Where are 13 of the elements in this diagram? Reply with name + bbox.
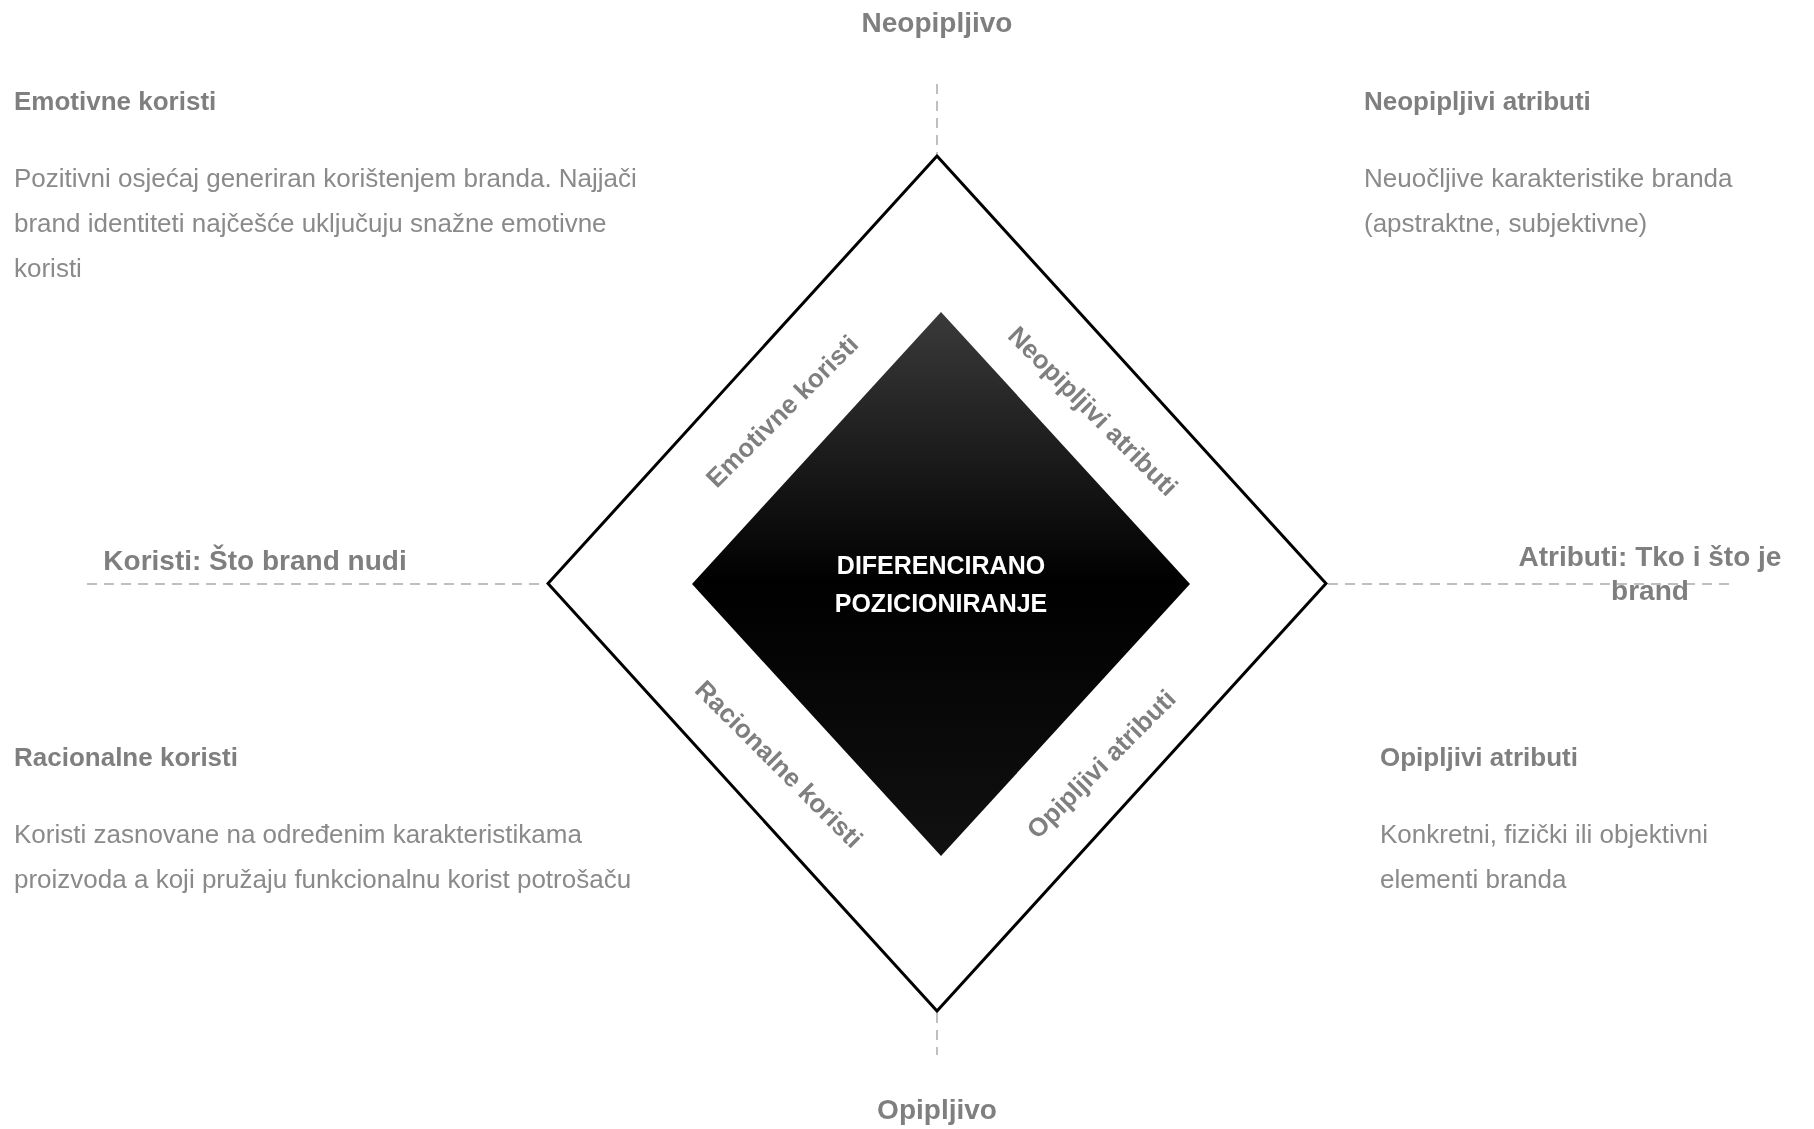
quadrant-heading: Neopipljivi atributi: [1364, 85, 1592, 118]
axis-label: Atributi: Tko i što je brand: [1517, 540, 1783, 608]
quadrant-heading: Racionalne koristi: [14, 741, 239, 774]
quadrant-heading: Opipljivi atributi: [1380, 741, 1579, 774]
description-text: Konkretni, fizički ili objektivni elementi branda: [1380, 818, 1709, 896]
axis-label: Neopipljivo: [860, 6, 1014, 40]
axis-label: Koristi: Što brand nudi: [102, 544, 408, 578]
axis-label: Opipljivo: [876, 1093, 998, 1127]
center-title: DIFERENCIRANO POZICIONIRANJE: [833, 550, 1049, 619]
description-text: Neuočljive karakteristike branda (apstraktne, subjektivne): [1364, 162, 1734, 240]
quadrant-heading: Emotivne koristi: [14, 85, 218, 118]
description-text: Pozitivni osjećaj generiran korištenjem branda. Najjači brand identiteti najčešće uključuju snažne emotivne koristi: [14, 162, 638, 285]
description-text: Koristi zasnovane na određenim karakteristikama proizvoda a koji pružaju funkcionalnu korist potrošaču: [14, 818, 633, 896]
